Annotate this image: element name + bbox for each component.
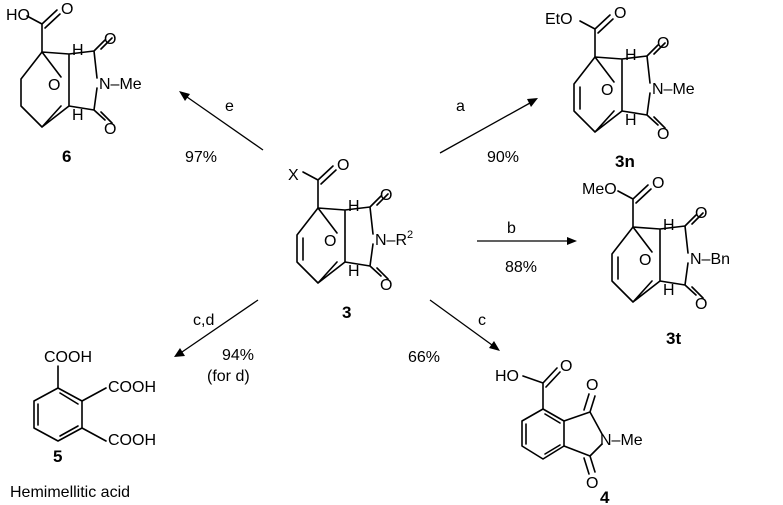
arrow-c-label: c [478, 312, 486, 329]
arrow-b-label: b [507, 220, 516, 237]
c3t-carbonyl-o: O [652, 175, 664, 192]
c3n-imide-o-top: O [657, 35, 669, 52]
c3t-bicycle-bonds [611, 212, 704, 303]
arrow-a-line [439, 102, 531, 154]
c4-imide-bonds [563, 393, 603, 475]
c3t-n-bn-label: N–Bn [690, 251, 730, 268]
c3n-bicycle-bonds [573, 42, 666, 133]
c6-ho-label: HO [6, 7, 30, 24]
c3n-h-bottom: H [625, 112, 637, 129]
arrow-cd-line [181, 299, 259, 353]
c3n-n-me-label: N–Me [652, 81, 695, 98]
arrow-a-label: a [456, 98, 465, 115]
c5-number: 5 [53, 447, 62, 466]
arrow-cd-head [174, 348, 185, 357]
c4-ho-label: HO [495, 368, 519, 385]
c4-ring-bonds [521, 408, 565, 460]
arrow-cd-label: c,d [193, 312, 214, 329]
arrow-e-yield: 97% [185, 149, 217, 166]
c3-bridge-o: O [324, 233, 336, 250]
c3-x-label: X [288, 167, 299, 184]
c5-cooh-bottom: COOH [108, 432, 156, 449]
c3t-bridge-o: O [639, 252, 651, 269]
arrow-c-head [489, 341, 500, 351]
arrow-b-head [567, 237, 577, 245]
c4-n-me-label: N–Me [600, 432, 643, 449]
c6-h-top: H [72, 42, 84, 59]
reaction-arrow-c: c 66% [408, 299, 500, 366]
c6-acid-bonds [26, 9, 61, 53]
arrow-a-head [527, 98, 538, 107]
c3n-carbonyl-o: O [614, 5, 626, 22]
c3t-ester-bonds [617, 184, 652, 228]
c3-h-top: H [348, 198, 360, 215]
c3-n-r-label: N–R2 [375, 229, 413, 249]
c5-ring-bonds [33, 387, 83, 442]
c3-bicycle-bonds [296, 193, 389, 284]
c6-imide-o-bottom: O [104, 121, 116, 138]
c3t-imide-o-top: O [695, 205, 707, 222]
c6-bicycle-bonds [20, 37, 113, 128]
c3t-h-bottom: H [663, 282, 675, 299]
arrow-cd-yield: 94% [222, 347, 254, 364]
arrow-e-line [186, 96, 264, 151]
compound-3n: EtO O O H H O O N–Me 3n [545, 5, 695, 171]
c3-h-bottom: H [348, 263, 360, 280]
c3n-bridge-o: O [601, 82, 613, 99]
c3-carbonyl-o: O [337, 157, 349, 174]
arrow-c-yield: 66% [408, 349, 440, 366]
c6-imide-o-top: O [104, 31, 116, 48]
c3-number: 3 [342, 303, 351, 322]
c3t-h-top: H [663, 217, 675, 234]
c4-carbonyl-o: O [560, 358, 572, 375]
c3-imide-o-bottom: O [380, 277, 392, 294]
c5-compound-name: Hemimellitic acid [10, 484, 130, 501]
c3n-number: 3n [615, 152, 635, 171]
c4-number: 4 [600, 488, 610, 505]
c4-imide-o-bottom: O [586, 475, 598, 492]
reaction-arrow-e: e 97% [179, 91, 264, 166]
compound-4: HO O O O N–Me 4 [495, 358, 643, 505]
c6-number: 6 [62, 147, 71, 166]
c3t-meo-label: MeO [582, 181, 617, 198]
arrow-c-line [429, 299, 493, 346]
arrow-b-yield: 88% [505, 259, 537, 276]
c6-carbonyl-o: O [61, 1, 73, 18]
c3n-ester-bonds [579, 14, 614, 58]
arrow-e-head [179, 91, 190, 101]
c3n-imide-o-bottom: O [657, 126, 669, 143]
c3t-imide-o-bottom: O [695, 296, 707, 313]
compound-3: X O O H H O O N–R2 3 [288, 157, 413, 322]
reaction-arrow-a: a 90% [439, 98, 538, 166]
c3n-h-top: H [625, 47, 637, 64]
arrow-a-yield: 90% [487, 149, 519, 166]
arrow-e-label: e [225, 98, 234, 115]
c3n-eto-label: EtO [545, 11, 573, 28]
c6-bridge-o: O [48, 77, 60, 94]
c3-acyl-bonds [302, 165, 337, 209]
compound-5: COOH COOH COOH 5 Hemimellitic acid [10, 349, 156, 501]
arrow-cd-note: (for d) [207, 368, 250, 385]
reaction-arrow-b: b 88% [477, 220, 577, 276]
c5-substituent-bonds [57, 365, 107, 442]
c5-cooh-top: COOH [44, 349, 92, 366]
compound-6: HO O O H H O O N–Me 6 [6, 1, 142, 166]
reaction-arrow-cd: c,d 94% (for d) [174, 299, 259, 385]
c3-imide-o-top: O [380, 187, 392, 204]
compound-3t: MeO O O H H O O N–Bn 3t [582, 175, 730, 348]
c3t-number: 3t [666, 329, 681, 348]
c4-acid-bonds [522, 367, 561, 410]
c4-imide-o-top: O [586, 377, 598, 394]
c6-h-bottom: H [72, 107, 84, 124]
c6-n-me-label: N–Me [99, 76, 142, 93]
c5-cooh-middle: COOH [108, 379, 156, 396]
